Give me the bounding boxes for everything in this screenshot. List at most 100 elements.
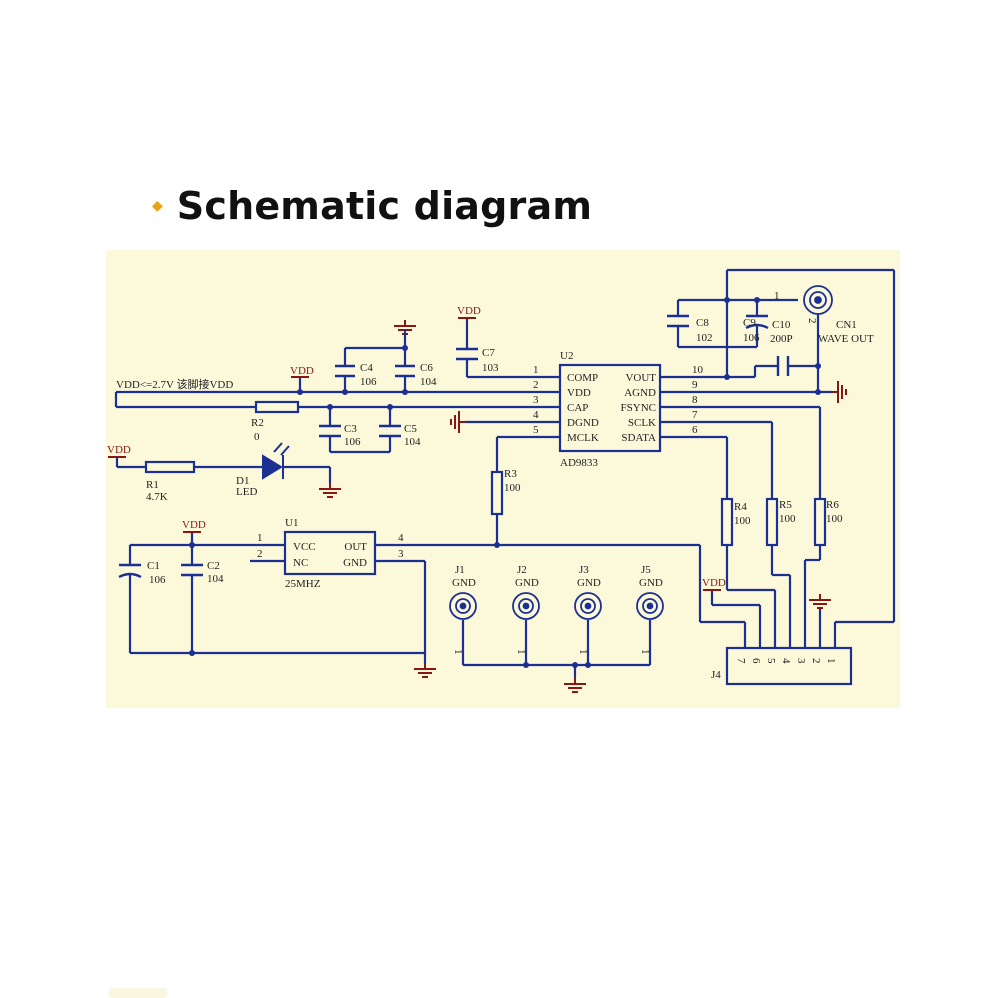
u2-pin-name: COMP xyxy=(567,372,598,384)
r5-ref: R5 xyxy=(779,499,792,511)
c5-ref: C5 xyxy=(404,423,417,435)
u2-part: AD9833 xyxy=(560,457,598,469)
capacitor-c7 xyxy=(456,347,478,361)
c9-ref: C9 xyxy=(743,317,756,329)
j1-pin: 1 xyxy=(452,649,464,655)
capacitor-c6 xyxy=(395,364,415,378)
r1-ref: R1 xyxy=(146,479,159,491)
capacitor-c10 xyxy=(776,356,790,376)
u1-pin-num: 3 xyxy=(398,548,404,560)
u2-pin-num: 3 xyxy=(533,394,539,406)
c8-ref: C8 xyxy=(696,317,709,329)
ic-u1 xyxy=(283,530,377,576)
u2-pin-name: MCLK xyxy=(567,432,599,444)
j4-pin: 4 xyxy=(780,658,792,664)
c2-value: 104 xyxy=(207,573,224,585)
u2-pin-num: 2 xyxy=(533,379,539,391)
capacitor-c5 xyxy=(379,424,401,438)
j1-ref: J1 xyxy=(455,564,465,576)
jumper-j2-icon xyxy=(512,592,540,620)
u2-pin-name: SCLK xyxy=(628,417,656,429)
u2-pin-name: DGND xyxy=(567,417,599,429)
u2-pin-num: 10 xyxy=(692,364,704,376)
j5-pin: 1 xyxy=(639,649,651,655)
resistor-r1 xyxy=(144,460,196,474)
j3-ref: J3 xyxy=(579,564,589,576)
u2-pin-name: SDATA xyxy=(621,432,656,444)
j4-ref: J4 xyxy=(711,669,721,681)
r4-value: 100 xyxy=(734,515,751,527)
jumper-connectors xyxy=(449,592,664,620)
jumper-j3-icon xyxy=(574,592,602,620)
vdd-label: VDD xyxy=(457,305,481,317)
resistor-r6 xyxy=(813,497,827,547)
j2-value: GND xyxy=(515,577,539,589)
vdd-label: VDD xyxy=(290,365,314,377)
j2-ref: J2 xyxy=(517,564,527,576)
u2-pin-num: 5 xyxy=(533,424,539,436)
u2-pin-num: 8 xyxy=(692,394,698,406)
cn1-pin-2: 2 xyxy=(806,318,818,324)
r6-value: 100 xyxy=(826,513,843,525)
j4-pin: 5 xyxy=(765,658,777,664)
d1-value: LED xyxy=(236,486,257,498)
r5-value: 100 xyxy=(779,513,796,525)
c6-ref: C6 xyxy=(420,362,433,374)
c2-ref: C2 xyxy=(207,560,220,572)
u1-part: 25MHZ xyxy=(285,578,321,590)
u1-pin-num: 4 xyxy=(398,532,404,544)
ground-symbols xyxy=(318,319,847,693)
capacitor-c2 xyxy=(181,563,203,577)
vdd-label: VDD xyxy=(182,519,206,531)
capacitor-c9 xyxy=(745,314,769,330)
u2-pin-num: 9 xyxy=(692,379,698,391)
capacitors xyxy=(118,314,790,579)
j5-ref: J5 xyxy=(641,564,651,576)
j3-pin: 1 xyxy=(577,649,589,655)
j4-pin: 2 xyxy=(810,658,822,664)
cn1-ref: CN1 xyxy=(836,319,857,331)
u1-pin-name: NC xyxy=(293,557,308,569)
c7-ref: C7 xyxy=(482,347,495,359)
c3-ref: C3 xyxy=(344,423,357,435)
r3-value: 100 xyxy=(504,482,521,494)
u2-pin-name: AGND xyxy=(624,387,656,399)
jumper-j1-icon xyxy=(449,592,477,620)
jumper-j5-icon xyxy=(636,592,664,620)
j5-value: GND xyxy=(639,577,663,589)
u1-pin-num: 2 xyxy=(257,548,263,560)
vdd-label: VDD xyxy=(702,577,726,589)
c9-value: 106 xyxy=(743,332,760,344)
connector-j4 xyxy=(725,646,853,686)
j4-pin: 1 xyxy=(825,658,837,664)
schematic-diagram: VDD<=2.7V 该脚接VDD VDD VDD VDD VDD VDD C4 … xyxy=(106,250,900,708)
u2-pin-num: 6 xyxy=(692,424,698,436)
u2-pin-num: 1 xyxy=(533,364,539,376)
r2-value: 0 xyxy=(254,431,260,443)
r6-ref: R6 xyxy=(826,499,839,511)
j2-pin: 1 xyxy=(515,649,527,655)
led-d1-icon xyxy=(262,442,290,480)
cn1-pin-1: 1 xyxy=(774,290,780,302)
c4-ref: C4 xyxy=(360,362,373,374)
r1-value: 4.7K xyxy=(146,491,168,503)
j3-value: GND xyxy=(577,577,601,589)
c3-value: 106 xyxy=(344,436,361,448)
page-title: Schematic diagram xyxy=(176,184,593,228)
u2-pin-name: CAP xyxy=(567,402,588,414)
section-header: ◆ Schematic diagram xyxy=(152,178,592,234)
wires xyxy=(114,268,896,678)
resistor-r5 xyxy=(765,497,779,547)
ic-u2 xyxy=(558,363,662,453)
u1-pin-num: 1 xyxy=(257,532,263,544)
u1-pin-name: GND xyxy=(343,557,367,569)
d1-ref: D1 xyxy=(236,475,249,487)
capacitor-c1 xyxy=(118,563,142,579)
vdd-markers xyxy=(108,317,721,591)
c10-ref: C10 xyxy=(772,319,791,331)
c1-ref: C1 xyxy=(147,560,160,572)
resistors xyxy=(144,400,827,547)
j1-value: GND xyxy=(452,577,476,589)
resistor-r2 xyxy=(254,400,300,414)
j4-pin: 3 xyxy=(795,658,807,664)
